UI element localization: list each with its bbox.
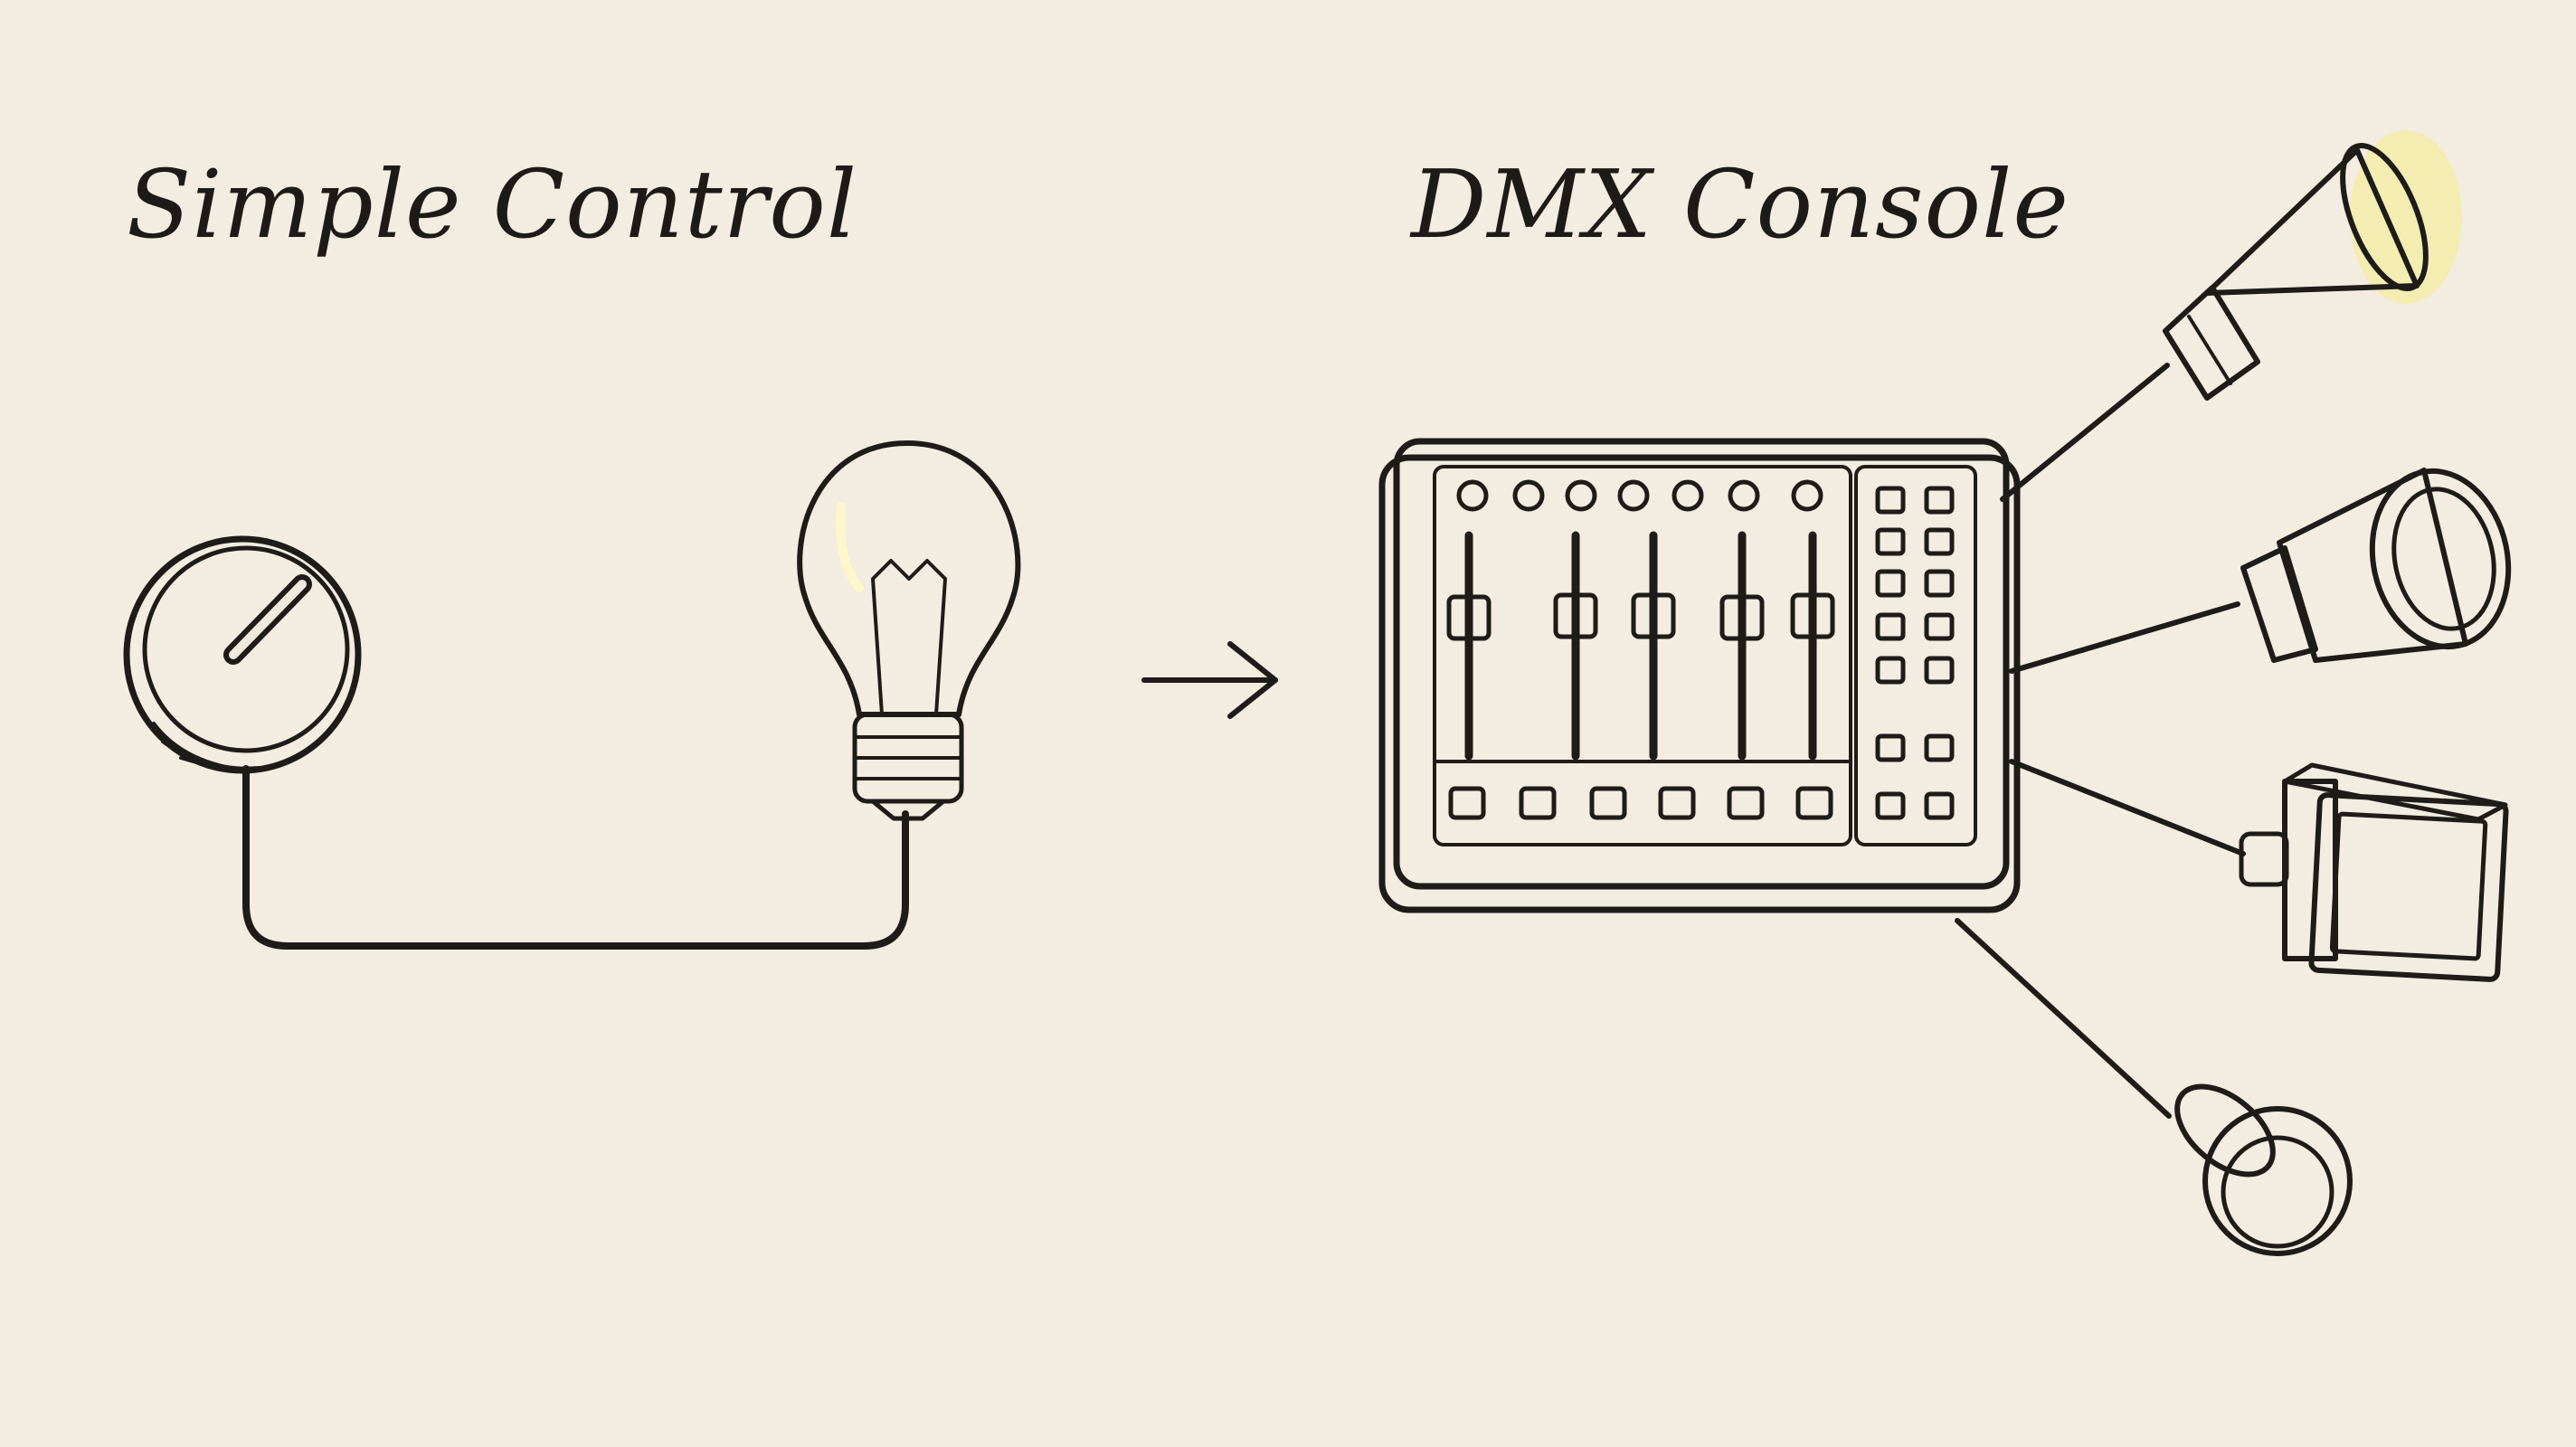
console-faders bbox=[1446, 531, 1835, 761]
dmx-cables bbox=[1955, 363, 2246, 1119]
console-side-buttons bbox=[1875, 486, 1955, 820]
dmx-console bbox=[1378, 438, 2021, 913]
dmx-console-title: DMX Console bbox=[1409, 149, 2069, 260]
console-knobs bbox=[1456, 479, 1823, 512]
blue-led-panel-icon bbox=[2239, 762, 2509, 982]
red-par-light-icon bbox=[2240, 468, 2512, 663]
yellow-spotlight-icon bbox=[2163, 130, 2462, 401]
wire bbox=[242, 765, 909, 950]
orange-pinspot-icon bbox=[2174, 1083, 2353, 1256]
dimmer-knob bbox=[123, 535, 362, 774]
light-bulb-icon bbox=[797, 440, 1021, 821]
console-bottom-buttons bbox=[1448, 786, 1833, 820]
simple-control-title: Simple Control bbox=[127, 149, 857, 260]
arrow-right-icon bbox=[1141, 641, 1278, 719]
